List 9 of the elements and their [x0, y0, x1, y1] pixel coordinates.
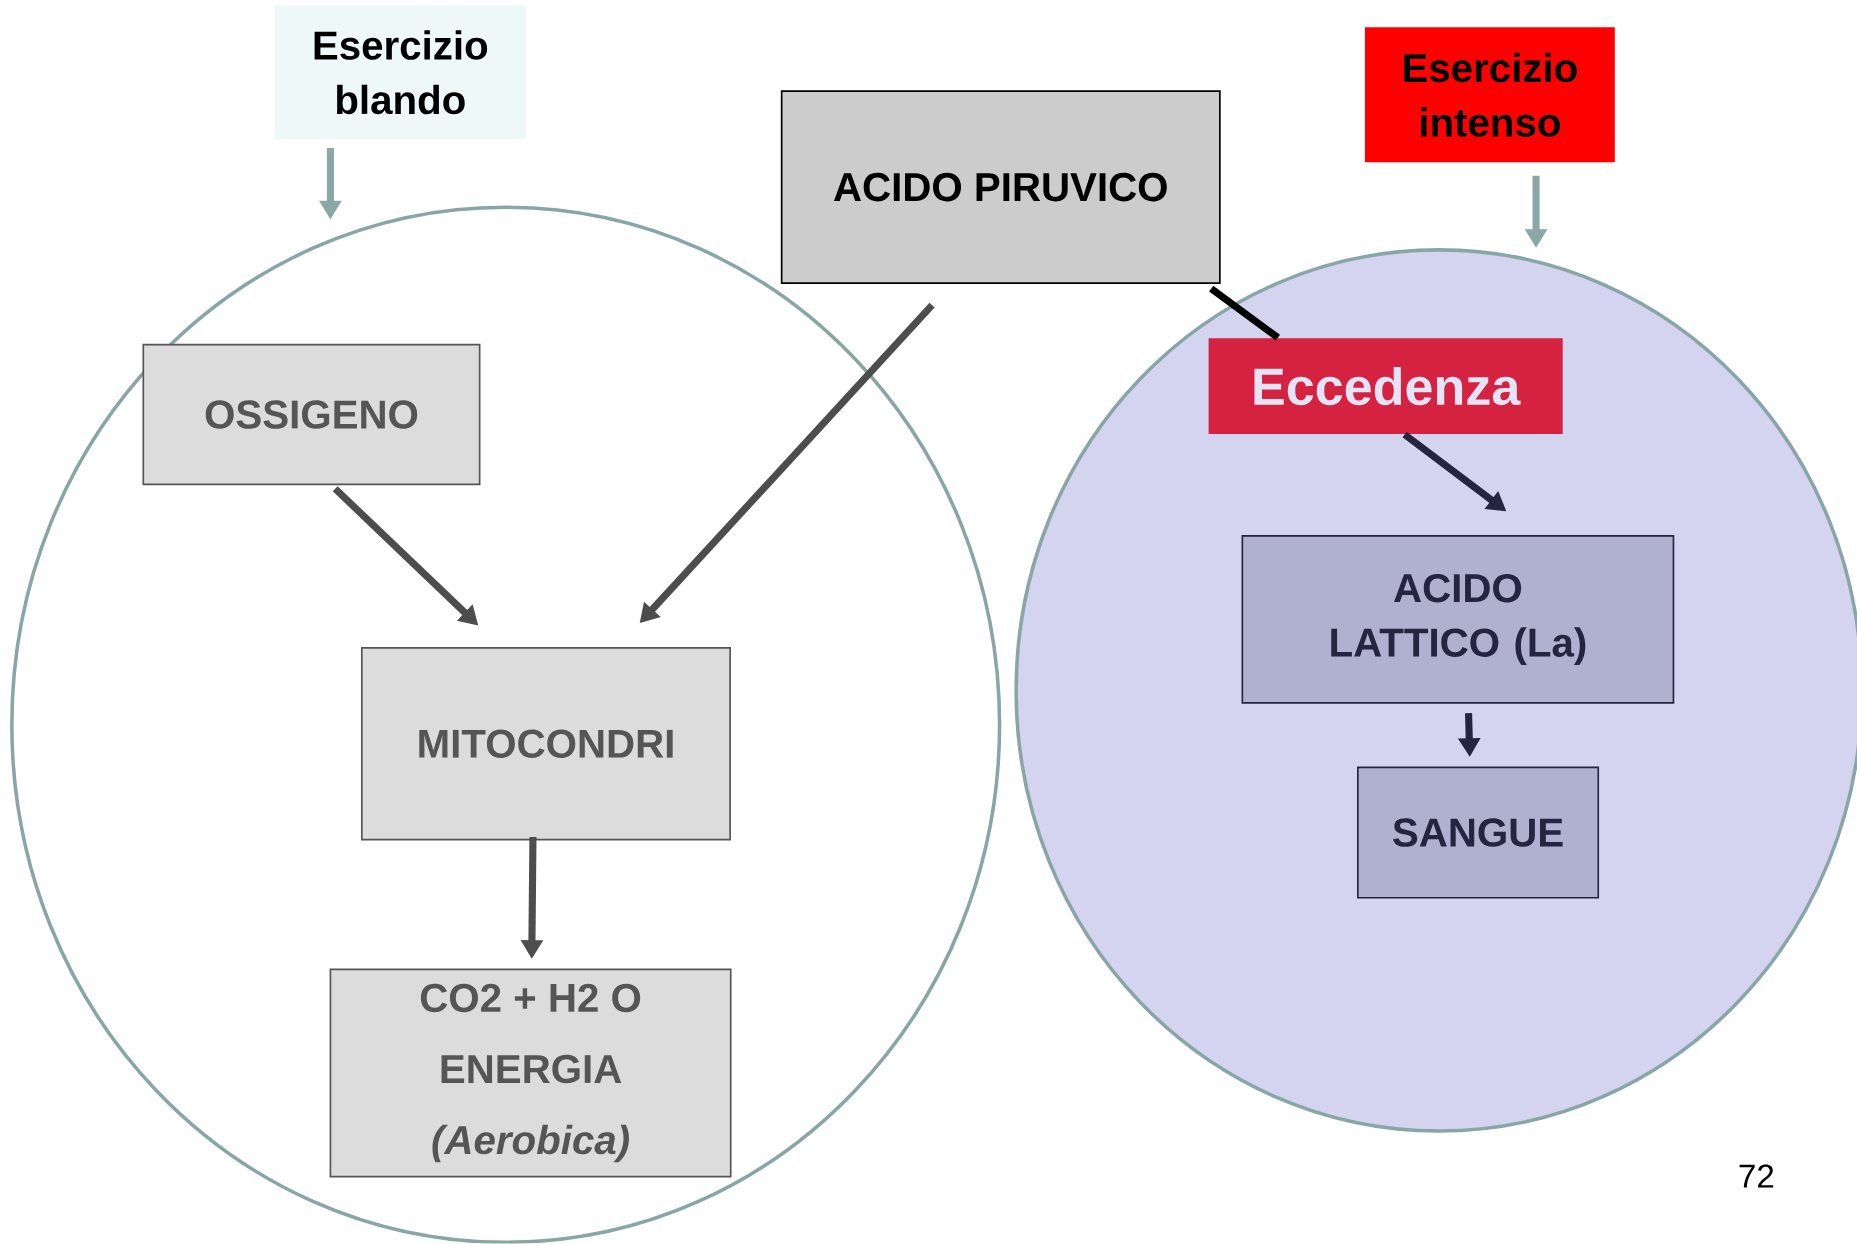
label-box: Esercizio blando	[274, 5, 526, 140]
process-box: SANGUE	[1357, 766, 1600, 899]
label-box: Eccedenza	[1208, 338, 1563, 435]
process-box: ACIDO PIRUVICO	[780, 90, 1221, 285]
process-box: CO2 + H2 O ENERGIA (Aerobica)	[329, 968, 732, 1178]
label-box: Esercizio intenso	[1364, 27, 1615, 163]
process-box: MITOCONDRI	[361, 647, 731, 841]
page-number: 72	[1739, 1164, 1774, 1188]
process-box: ACIDO LATTICO (La)	[1241, 535, 1675, 704]
